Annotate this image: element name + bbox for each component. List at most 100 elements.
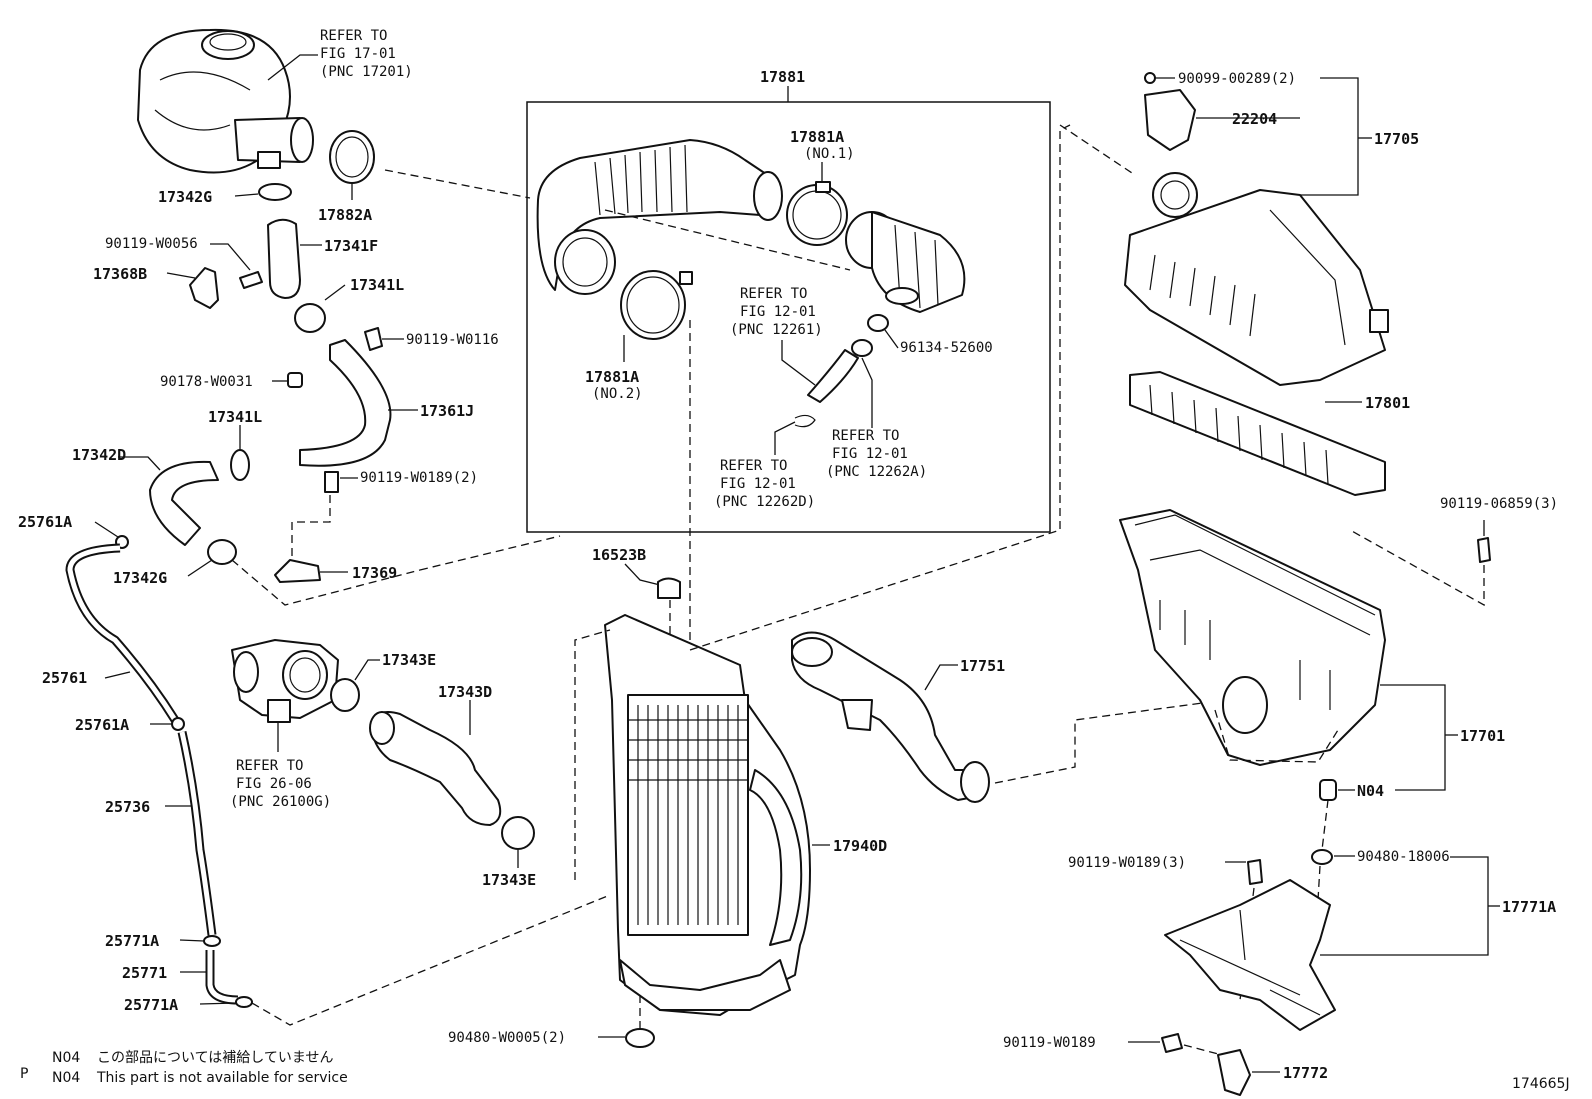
label-17772: 17772 [1283, 1064, 1328, 1082]
intercooler-17940D-part [604, 614, 811, 1016]
label-25771A-bot: 25771A [124, 996, 178, 1014]
label-90178-W0031: 90178-W0031 [160, 374, 253, 390]
label-25761: 25761 [42, 669, 87, 687]
label-17342G-bot: 17342G [113, 569, 167, 587]
bolt-90119-W0189-3-part [1247, 859, 1263, 885]
hose-17342D-part [149, 460, 219, 546]
label-90119-W0189: 90119-W0189 [1003, 1035, 1096, 1051]
label-17801: 17801 [1365, 394, 1410, 412]
small-hose-12261-part [807, 349, 859, 403]
refer-throttle-line3: (PNC 26100G) [230, 794, 331, 810]
note-prefix: P [20, 1066, 28, 1082]
pipe-17751-part [791, 631, 990, 803]
bolt-90119-W0056-part [239, 271, 263, 289]
bracket-17368B-part [189, 267, 219, 309]
grommet-N04-part [1319, 779, 1337, 801]
clamp-17341L-top-part [294, 303, 326, 333]
label-17343E-bot: 17343E [482, 871, 536, 889]
label-90119-W0116: 90119-W0116 [406, 332, 499, 348]
clamp-17881A-no2-part [620, 270, 686, 340]
refer-turbo-line2: FIG 17-01 [320, 46, 396, 62]
note-jp-text: この部品については補給していません [97, 1050, 333, 1066]
bracket-17771A-part [1164, 879, 1336, 1031]
clamp-17342G-top-part [258, 183, 292, 201]
leader-17705-bracket [1280, 77, 1359, 196]
throttle-body-part [231, 639, 339, 723]
label-17343E-top: 17343E [382, 651, 436, 669]
dashed-link-intercooler-aircleaner [689, 124, 1071, 651]
label-17751: 17751 [960, 657, 1005, 675]
label-N04: N04 [1357, 782, 1384, 800]
clip-25761A-mid-part [171, 717, 185, 731]
label-17701: 17701 [1460, 727, 1505, 745]
dashed-link-intercooler-left [574, 629, 611, 880]
grommet-90480-W0005-part [625, 1028, 655, 1048]
label-90099-00289-2: 90099-00289(2) [1178, 71, 1296, 87]
dashed-link-17882A [384, 169, 531, 199]
label-17881: 17881 [760, 68, 805, 86]
label-16523B: 16523B [592, 546, 646, 564]
note-en-text: This part is not available for service [96, 1070, 348, 1086]
sensor-22204-part [1144, 89, 1196, 151]
air-cleaner-cap-17705-part [1124, 172, 1389, 386]
clip-25771A-top-part [203, 935, 221, 947]
refer-12262D-line1: REFER TO [720, 458, 787, 474]
label-25761A-top: 25761A [18, 513, 72, 531]
label-17343D: 17343D [438, 683, 492, 701]
refer-turbo-line1: REFER TO [320, 28, 387, 44]
label-17341L-mid: 17341L [208, 408, 262, 426]
label-17342G-top: 17342G [158, 188, 212, 206]
leader-17701-bracket [1380, 684, 1446, 791]
leader-refer-turbo [267, 54, 318, 81]
dashed-link-25771A [251, 894, 611, 1026]
label-90480-W0005-2: 90480-W0005(2) [448, 1030, 566, 1046]
clamp-17343E-top-part [330, 678, 360, 712]
clamp-17881A-no1-part [786, 184, 848, 246]
label-17705: 17705 [1374, 130, 1419, 148]
dashed-link-17751 [994, 699, 1226, 784]
label-17882A: 17882A [318, 206, 372, 224]
label-17342D: 17342D [72, 446, 126, 464]
hose-17343D-part [370, 711, 502, 826]
label-17940D: 17940D [833, 837, 887, 855]
bolt-90119-W0189-2-part [324, 471, 339, 493]
label-90119-W0189-2: 90119-W0189(2) [360, 470, 478, 486]
refer-12262A-line3: (PNC 12262A) [826, 464, 927, 480]
label-96134-52600: 96134-52600 [900, 340, 993, 356]
label-90119-06859-3: 90119-06859(3) [1440, 496, 1558, 512]
label-90119-W0056: 90119-W0056 [105, 236, 198, 252]
nut-90178-W0031-part [287, 372, 303, 388]
label-17881A-no2: 17881A [585, 368, 639, 386]
label-17881A-no1: 17881A [790, 128, 844, 146]
refer-12261-line2: FIG 12-01 [740, 304, 816, 320]
screw-90099-00289-part [1144, 72, 1156, 84]
label-25761A-mid: 25761A [75, 716, 129, 734]
refer-12261-line1: REFER TO [740, 286, 807, 302]
intake-hose-17881-part [536, 139, 783, 295]
clamp-17342G-bot-part [207, 539, 237, 565]
refer-12262D-line3: (PNC 12262D) [714, 494, 815, 510]
cap-16523B-part [657, 577, 681, 599]
note-jp-code: N04 [52, 1050, 80, 1066]
label-17341L-top: 17341L [350, 276, 404, 294]
refer-turbo-line3: (PNC 17201) [320, 64, 413, 80]
bracket-17772-part [1217, 1049, 1251, 1096]
refer-throttle-line2: FIG 26-06 [236, 776, 312, 792]
turbocharger-part [137, 28, 314, 174]
dashed-link-17369 [419, 535, 561, 571]
clip-12262D-part [794, 414, 816, 428]
label-25771: 25771 [122, 964, 167, 982]
refer-throttle-line1: REFER TO [236, 758, 303, 774]
label-25736: 25736 [105, 798, 150, 816]
leader-17771A-bracket [1320, 856, 1489, 956]
label-17881A-no1-sub: (NO.1) [804, 146, 855, 162]
clip-96134-52600-part [851, 339, 873, 357]
label-90119-W0189-3: 90119-W0189(3) [1068, 855, 1186, 871]
air-cleaner-case-17701-part [1119, 509, 1386, 766]
note-en-code: N04 [52, 1070, 80, 1086]
label-17881A-no2-sub: (NO.2) [592, 386, 643, 402]
clip-25771A-bot-part [235, 996, 253, 1008]
label-17368B: 17368B [93, 265, 147, 283]
bracket-17369-part [274, 559, 321, 583]
